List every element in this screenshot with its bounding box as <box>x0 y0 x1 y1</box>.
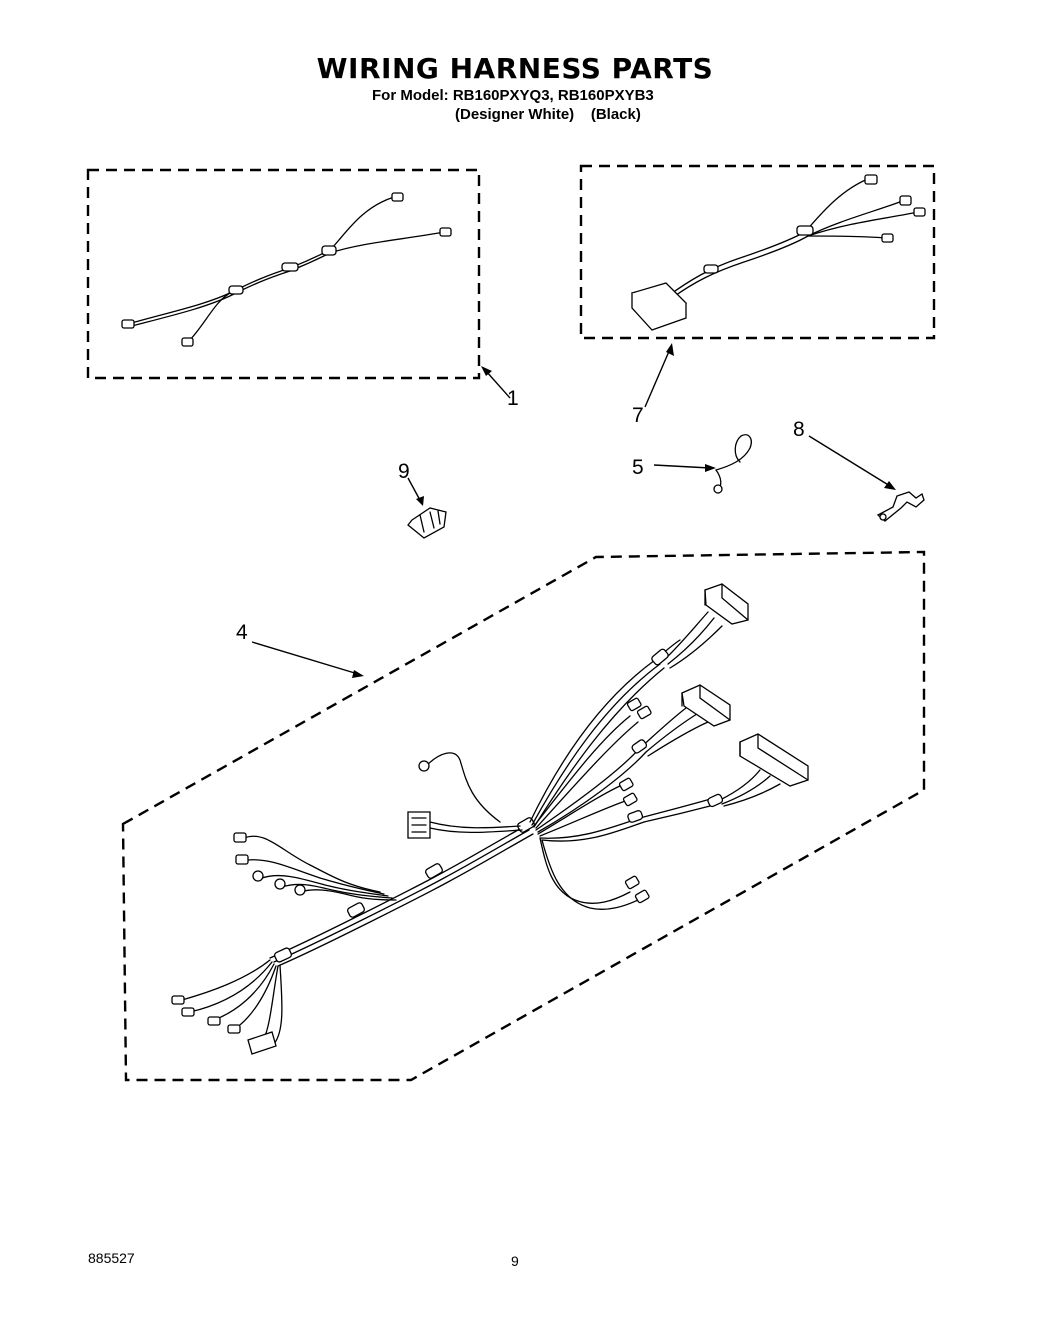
part-1-arrowhead <box>481 366 492 376</box>
part-1-leader <box>485 370 511 399</box>
part-7-harness <box>579 164 936 340</box>
part-9-clip <box>407 477 447 539</box>
part-7-arrowhead <box>666 343 674 356</box>
callout-part-7: 7 <box>632 404 644 427</box>
color-line: (Designer White) (Black) <box>455 106 641 123</box>
callout-part-8: 8 <box>793 418 805 441</box>
part-4-boundary <box>121 550 926 1082</box>
document-number: 885527 <box>88 1250 135 1266</box>
callout-part-4: 4 <box>236 621 248 644</box>
page-number: 9 <box>511 1253 519 1269</box>
part-4-main-harness <box>171 583 809 1055</box>
model-line: For Model: RB160PXYQ3, RB160PXYB3 <box>372 87 654 104</box>
callout-part-1: 1 <box>507 387 519 410</box>
part-1-harness <box>86 168 481 380</box>
callout-part-9: 9 <box>398 460 410 483</box>
part-7-leader <box>644 348 671 408</box>
page-title: WIRING HARNESS PARTS <box>316 52 714 85</box>
callout-part-5: 5 <box>632 456 644 479</box>
part-4-arrowhead <box>352 670 364 678</box>
part-8-clamp <box>808 435 925 522</box>
part-5-tie <box>653 434 752 494</box>
part-4-leader <box>251 641 359 675</box>
